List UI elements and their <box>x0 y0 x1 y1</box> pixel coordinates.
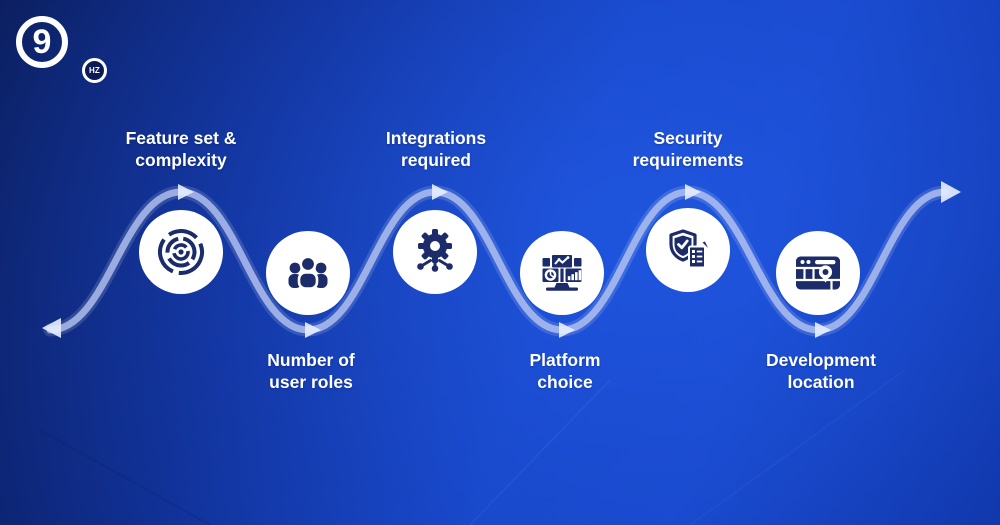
dashboard-monitor-icon <box>542 255 582 291</box>
integration-gear-icon <box>417 229 453 272</box>
flow-arrow-icon <box>178 184 194 200</box>
flow-arrow-icon <box>685 184 701 200</box>
step-node-integrations <box>393 210 477 294</box>
logo-number: 9 <box>32 23 52 61</box>
flow-arrow-icon <box>815 322 831 338</box>
maze-icon <box>158 229 204 275</box>
step-label-line: complexity <box>135 150 227 170</box>
shield-checklist-icon <box>669 229 708 269</box>
browser-map-pin-icon <box>796 256 840 290</box>
users-group-icon <box>288 255 328 290</box>
step-node-security <box>646 208 730 292</box>
step-label-integrations: Integrations required <box>326 127 546 171</box>
step-label-line: Feature set & <box>125 128 237 148</box>
step-label-platform: Platform choice <box>455 349 675 393</box>
step-label-feature-set: Feature set & complexity <box>71 127 291 171</box>
step-label-line: required <box>400 150 472 170</box>
step-label-line: Platform <box>529 350 601 370</box>
logo-9-icon: 9 <box>16 16 68 68</box>
logo-sub: HZ <box>88 66 101 75</box>
step-label-security: Security requirements <box>578 127 798 171</box>
step-label-user-roles: Number of user roles <box>201 349 421 393</box>
step-node-user-roles <box>266 231 350 315</box>
step-label-dev-location: Development location <box>711 349 931 393</box>
step-label-line: choice <box>537 372 593 392</box>
logo-hz-icon: HZ <box>82 58 107 83</box>
step-label-line: location <box>787 372 855 392</box>
flow-arrow-icon <box>432 184 448 200</box>
step-node-platform <box>520 231 604 315</box>
nine-hertz-logo: 9 HZ <box>16 16 108 83</box>
flow-wave-line <box>46 188 949 334</box>
step-label-line: Integrations <box>385 128 487 148</box>
flow-end-arrow-icon <box>941 181 961 203</box>
flow-arrow-icon <box>305 322 321 338</box>
step-node-dev-location <box>776 231 860 315</box>
step-label-line: Number of <box>267 350 355 370</box>
step-label-line: Development <box>766 350 876 370</box>
step-label-line: Security <box>653 128 723 148</box>
step-label-line: user roles <box>269 372 353 392</box>
flow-direction-arrows <box>42 181 961 338</box>
step-node-feature-set <box>139 210 223 294</box>
step-label-line: requirements <box>632 150 744 170</box>
flow-arrow-icon <box>559 322 575 338</box>
flow-start-arrow-icon <box>42 318 61 338</box>
